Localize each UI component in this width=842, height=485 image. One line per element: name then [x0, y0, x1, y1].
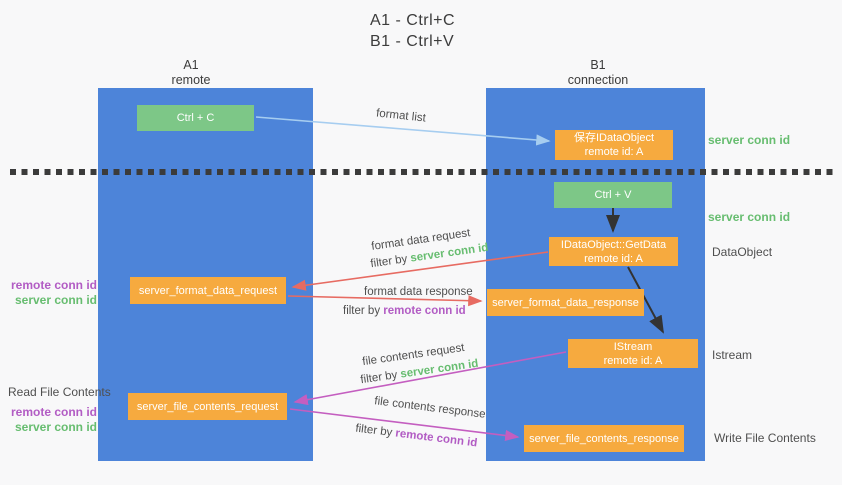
lifeline-b1-name: B1 [590, 58, 606, 72]
label-server-conn-id-2: server conn id [14, 420, 97, 434]
node-ctrl-v: Ctrl + V [554, 182, 672, 208]
label-write-file-contents: Write File Contents [714, 431, 816, 445]
node-save-idataobject-line2: remote id: A [584, 146, 644, 158]
node-server-file-contents-request-label: server_file_contents_request [136, 400, 279, 413]
node-idataobject-getdata-line2: remote id: A [584, 252, 643, 265]
node-istream: IStream remote id: A [568, 339, 698, 368]
annotation-format-list-text: format list [375, 107, 427, 125]
annotation-format-data-response-text: format data response [364, 286, 473, 298]
node-ctrl-v-label: Ctrl + V [594, 189, 632, 201]
node-server-file-contents-request: server_file_contents_request [128, 393, 287, 420]
annotation-format-list: format list [376, 107, 427, 124]
filter-by-text: filter by [354, 422, 397, 440]
label-server-conn-id-mid-right: server conn id [708, 210, 791, 224]
node-istream-line1: IStream [613, 340, 653, 353]
remote-conn-id-text: remote conn id [394, 427, 478, 450]
lifeline-header-a1: A1 remote [131, 58, 251, 88]
lifeline-a1-name: A1 [183, 58, 199, 72]
label-dataobject: DataObject [712, 245, 773, 259]
label-server-conn-id-top-right: server conn id [708, 133, 791, 147]
remote-conn-id-text: remote conn id [383, 305, 466, 317]
filter-by-text: filter by [359, 368, 402, 387]
node-server-format-data-response: server_format_data_response [487, 289, 644, 316]
diagram-title: A1 - Ctrl+C B1 - Ctrl+V [370, 10, 455, 52]
node-server-format-data-response-label: server_format_data_response [492, 296, 639, 309]
node-ctrl-c: Ctrl + C [137, 105, 254, 131]
node-idataobject-getdata: IDataObject::GetData remote id: A [549, 237, 678, 266]
filter-by-text: filter by [343, 305, 384, 317]
label-remote-conn-id-1: remote conn id [10, 278, 97, 292]
label-remote-conn-id-2: remote conn id [10, 405, 97, 419]
node-server-file-contents-response-label: server_file_contents_response [529, 432, 679, 445]
annotation-format-data-response: format data response [364, 286, 473, 298]
annotation-file-contents-response: file contents response [374, 395, 487, 421]
node-istream-line2: remote id: A [603, 354, 663, 367]
node-server-file-contents-response: server_file_contents_response [524, 425, 684, 452]
filter-by-text: filter by [369, 252, 412, 271]
annotation-filter-by-remote-conn-id-2: filter by remote conn id [355, 423, 478, 450]
node-idataobject-getdata-line1: IDataObject::GetData [560, 238, 667, 251]
label-read-file-contents: Read File Contents [8, 385, 111, 399]
title-line-ctrl-c: A1 - Ctrl+C [370, 12, 456, 29]
node-save-idataobject: 保存IDataObject remote id: A [555, 130, 673, 160]
label-server-conn-id-1: server conn id [14, 293, 97, 307]
node-server-format-data-request: server_format_data_request [130, 277, 286, 304]
lifeline-b1-role: connection [567, 73, 629, 87]
node-server-format-data-request-label: server_format_data_request [138, 284, 278, 297]
lifeline-header-b1: B1 connection [538, 58, 658, 88]
lifeline-a1-role: remote [171, 73, 211, 87]
title-line-ctrl-v: B1 - Ctrl+V [370, 33, 455, 50]
annotation-file-contents-response-text: file contents response [373, 395, 487, 421]
node-save-idataobject-line1: 保存IDataObject [573, 132, 655, 144]
annotation-filter-by-remote-conn-id-1: filter by remote conn id [343, 305, 466, 317]
node-ctrl-c-label: Ctrl + C [176, 112, 215, 124]
label-istream: Istream [712, 348, 753, 362]
